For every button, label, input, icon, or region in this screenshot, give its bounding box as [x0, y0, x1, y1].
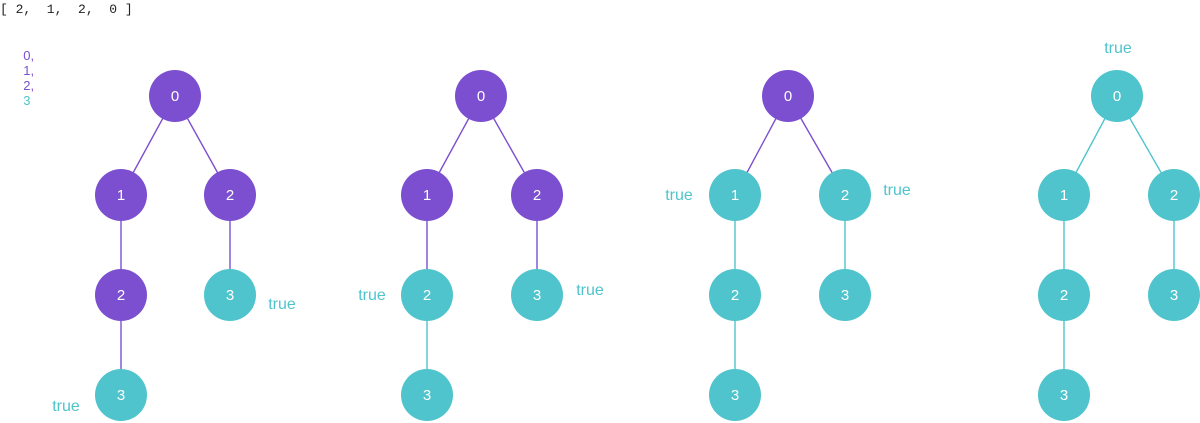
true-annotation: true — [665, 187, 693, 204]
node-label: 2 — [1060, 287, 1068, 304]
tree-node: 0 — [455, 70, 507, 122]
node-label: 3 — [1170, 287, 1178, 304]
tree-node: 0 — [762, 70, 814, 122]
tree-node: 2 — [95, 269, 147, 321]
node-label: 1 — [117, 187, 125, 204]
true-annotation: true — [576, 282, 604, 299]
node-label: 0 — [1113, 88, 1121, 105]
node-label: 3 — [226, 287, 234, 304]
true-annotation: true — [268, 296, 296, 313]
node-circle — [401, 269, 453, 321]
node-label: 3 — [841, 287, 849, 304]
sequence-list: 0, 1, 2, 3 — [16, 33, 40, 108]
node-label: 0 — [477, 88, 485, 105]
node-circle — [95, 169, 147, 221]
tree-2: 0 1 2 2 true 3 true 3 — [358, 70, 604, 421]
node-circle — [762, 70, 814, 122]
tree-node: 2 — [1038, 269, 1090, 321]
tree-3: 0 1 true 2 true 2 3 3 — [665, 70, 911, 421]
tree-node: 1 — [95, 169, 147, 221]
node-circle — [1148, 169, 1200, 221]
true-annotation: true — [883, 182, 911, 199]
node-label: 1 — [1060, 187, 1068, 204]
node-circle — [1148, 269, 1200, 321]
node-label: 1 — [423, 187, 431, 204]
sequence-item: 0, — [23, 48, 35, 63]
node-circle — [1091, 70, 1143, 122]
node-label: 3 — [533, 287, 541, 304]
tree-node: 1 — [401, 169, 453, 221]
tree-node: 3 — [95, 369, 147, 421]
node-circle — [709, 269, 761, 321]
node-circle — [1038, 169, 1090, 221]
true-annotation: true — [358, 287, 386, 304]
node-label: 3 — [423, 387, 431, 404]
node-circle — [401, 169, 453, 221]
node-circle — [709, 169, 761, 221]
node-circle — [95, 269, 147, 321]
node-label: 2 — [533, 187, 541, 204]
node-label: 2 — [1170, 187, 1178, 204]
node-circle — [511, 269, 563, 321]
node-circle — [819, 269, 871, 321]
tree-node: 2 — [1148, 169, 1200, 221]
tree-node: 3 — [709, 369, 761, 421]
node-circle — [204, 169, 256, 221]
node-circle — [95, 369, 147, 421]
node-label: 3 — [731, 387, 739, 404]
node-label: 2 — [117, 287, 125, 304]
tree-1: 0 1 2 2 3 true 3 true — [52, 70, 296, 421]
node-label: 2 — [226, 187, 234, 204]
tree-node: 0 — [149, 70, 201, 122]
node-label: 2 — [841, 187, 849, 204]
tree-node: 3 — [511, 269, 563, 321]
tree-node: 3 — [819, 269, 871, 321]
array-text: [ 2, 1, 2, 0 ] — [0, 2, 133, 17]
true-annotation: true — [52, 398, 80, 415]
node-label: 2 — [731, 287, 739, 304]
node-circle — [1038, 369, 1090, 421]
tree-node: 3 — [401, 369, 453, 421]
tree-node: 3 — [1148, 269, 1200, 321]
node-circle — [1038, 269, 1090, 321]
tree-node: 3 — [1038, 369, 1090, 421]
node-label: 2 — [423, 287, 431, 304]
node-circle — [511, 169, 563, 221]
tree-node: 1 — [1038, 169, 1090, 221]
node-circle — [204, 269, 256, 321]
tree-node: 2 — [819, 169, 871, 221]
tree-node: 3 — [204, 269, 256, 321]
node-label: 0 — [784, 88, 792, 105]
tree-4: 0 true 1 2 2 3 3 — [1038, 40, 1200, 421]
node-label: 3 — [117, 387, 125, 404]
tree-node: 2 — [401, 269, 453, 321]
tree-node: 2 — [709, 269, 761, 321]
tree-node: 0 — [1091, 70, 1143, 122]
node-circle — [455, 70, 507, 122]
node-label: 3 — [1060, 387, 1068, 404]
tree-node: 2 — [511, 169, 563, 221]
node-circle — [401, 369, 453, 421]
node-label: 1 — [731, 187, 739, 204]
true-annotation: true — [1104, 40, 1132, 57]
node-circle — [819, 169, 871, 221]
tree-node: 2 — [204, 169, 256, 221]
sequence-item: 3 — [23, 93, 31, 108]
sequence-item: 1, — [23, 63, 35, 78]
sequence-item: 2, — [23, 78, 35, 93]
node-label: 0 — [171, 88, 179, 105]
tree-node: 1 — [709, 169, 761, 221]
node-circle — [149, 70, 201, 122]
node-circle — [709, 369, 761, 421]
